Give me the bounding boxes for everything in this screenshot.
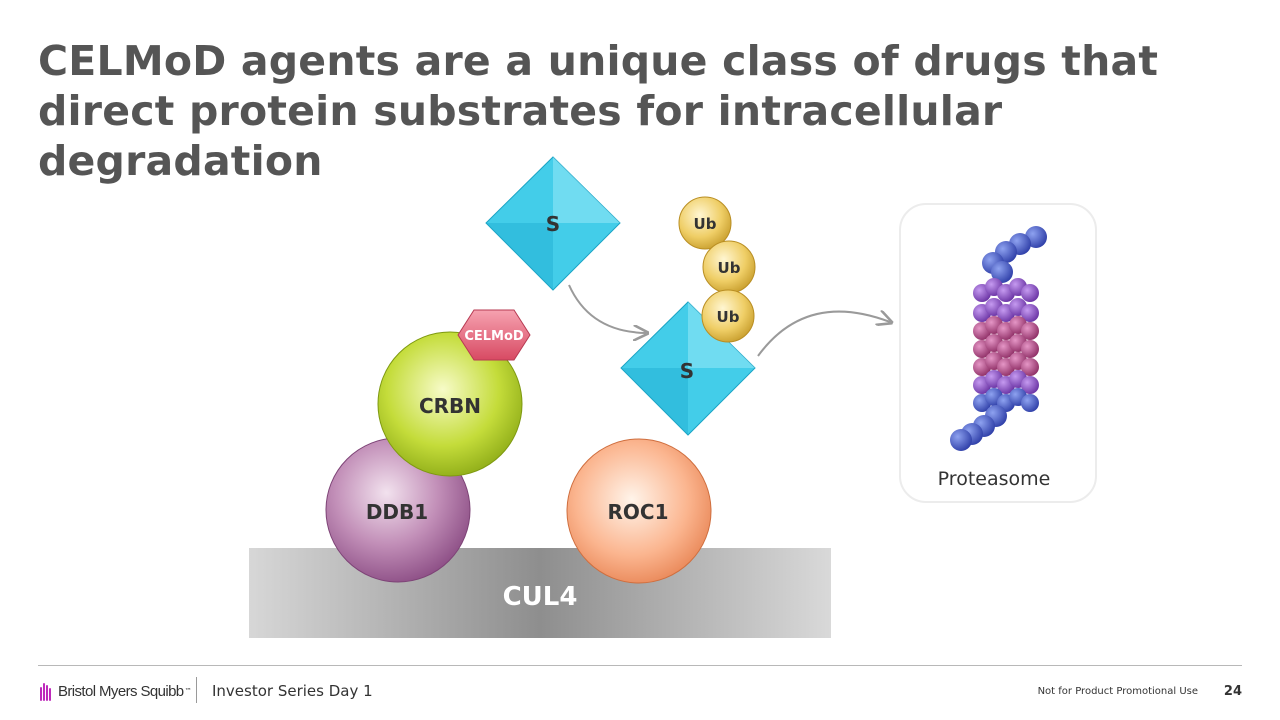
roc1-label: ROC1 bbox=[608, 500, 669, 524]
footer-separator bbox=[196, 677, 197, 703]
proteasome-subunit bbox=[991, 261, 1013, 283]
logo-trademark: ™ bbox=[184, 687, 192, 695]
page-number: 24 bbox=[1223, 684, 1242, 699]
proteasome-label: Proteasome bbox=[938, 468, 1051, 490]
proteasome-structure bbox=[950, 226, 1047, 451]
proteasome-subunit bbox=[1021, 340, 1039, 358]
cul4-scaffold bbox=[249, 548, 831, 638]
substrate-free-diamond bbox=[485, 156, 621, 291]
slide-title: CELMoD agents are a unique class of drug… bbox=[38, 37, 1159, 185]
logo-text: Bristol Myers Squibb bbox=[58, 682, 184, 700]
proteasome-subunit bbox=[1021, 322, 1039, 340]
proteasome-subunit bbox=[1021, 376, 1039, 394]
celmod-hexagon bbox=[457, 309, 531, 361]
ubiquitin-sphere bbox=[678, 196, 732, 250]
substrate-free-label: S bbox=[546, 212, 560, 236]
substrate-bound-label: S bbox=[680, 359, 694, 383]
ubiquitin-label: Ub bbox=[717, 308, 740, 326]
footer-divider bbox=[38, 665, 1242, 666]
proteasome-subunit bbox=[1021, 394, 1039, 412]
binding-arrow bbox=[568, 284, 646, 333]
crbn-label: CRBN bbox=[419, 394, 481, 418]
ubiquitin-label: Ub bbox=[718, 259, 741, 277]
proteasome-subunit bbox=[1021, 304, 1039, 322]
degradation-arrow bbox=[757, 312, 890, 357]
proteasome-subunit bbox=[1021, 358, 1039, 376]
celmod-label: CELMoD bbox=[464, 329, 524, 344]
ubiquitin-label: Ub bbox=[694, 215, 717, 233]
disclaimer-note: Not for Product Promotional Use bbox=[1037, 686, 1198, 697]
roc1-sphere bbox=[566, 438, 712, 584]
ubiquitin-sphere bbox=[701, 289, 755, 343]
company-logo: Bristol Myers Squibb ™ bbox=[38, 677, 192, 705]
crbn-sphere bbox=[377, 331, 523, 477]
bms-logo-icon bbox=[40, 683, 51, 701]
cul4-label: CUL4 bbox=[503, 582, 578, 612]
proteasome-subunit bbox=[1021, 284, 1039, 302]
proteasome-subunit bbox=[950, 429, 972, 451]
event-name: Investor Series Day 1 bbox=[212, 682, 373, 700]
ddb1-label: DDB1 bbox=[366, 500, 428, 524]
